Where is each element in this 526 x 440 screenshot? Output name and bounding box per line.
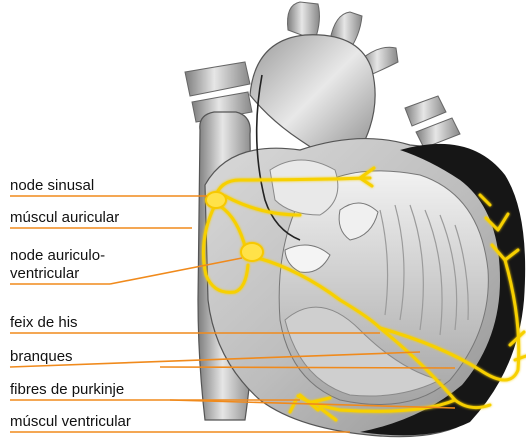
pulmonary-vessel-left bbox=[185, 62, 250, 96]
right-pulmonary-veins-2 bbox=[416, 118, 460, 148]
label-muscul-auricular: múscul auricular bbox=[10, 210, 119, 226]
heart-illustration bbox=[185, 2, 525, 437]
atrioventricular-node bbox=[241, 243, 263, 261]
leader-branques-2 bbox=[160, 367, 455, 368]
label-muscul-ventricular: múscul ventricular bbox=[10, 414, 131, 430]
label-node-sinusal: node sinusal bbox=[10, 178, 94, 194]
label-node-av-line1: node auriculo- bbox=[10, 248, 105, 264]
label-feix-de-his: feix de his bbox=[10, 315, 78, 331]
label-fibres-de-purkinje: fibres de purkinje bbox=[10, 382, 124, 398]
label-node-av-line2: ventricular bbox=[10, 266, 79, 282]
sinoatrial-node bbox=[206, 192, 226, 208]
right-pulmonary-veins bbox=[405, 96, 446, 126]
label-branques: branques bbox=[10, 349, 73, 365]
